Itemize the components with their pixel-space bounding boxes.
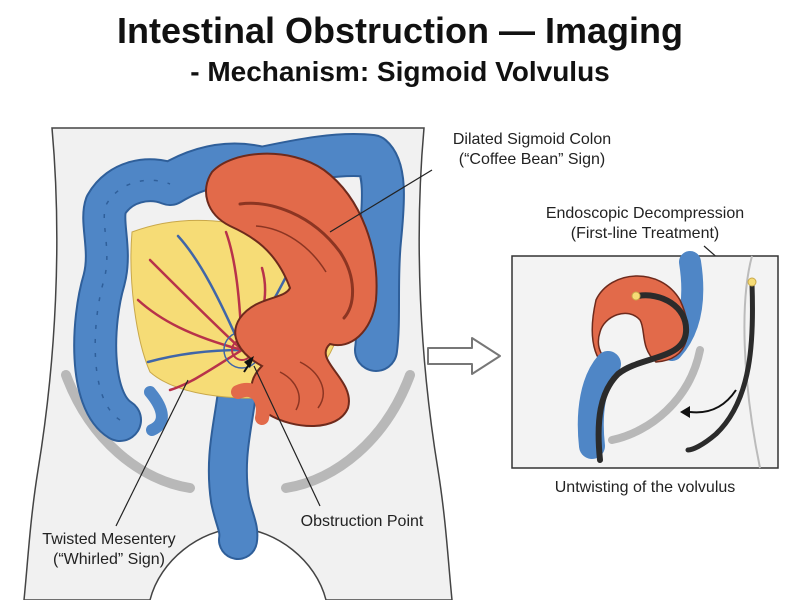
endoscopic-label-line1: Endoscopic Decompression: [545, 205, 745, 222]
endoscopic-label: Endoscopic Decompression (First-line Tre…: [520, 204, 770, 244]
page-title: Intestinal Obstruction — Imaging: [116, 10, 684, 51]
page-subtitle: - Mechanism: Sigmoid Volvulus: [190, 56, 610, 87]
mesentery-label-line1: Twisted Mesentery: [42, 531, 176, 548]
dilated-colon-label-line1: Dilated Sigmoid Colon: [452, 131, 612, 148]
dilated-colon-label: Dilated Sigmoid Colon (“Coffee Bean” Sig…: [432, 130, 632, 170]
endoscopy-inset: [511, 251, 779, 469]
dilated-sigmoid-colon: [205, 152, 378, 428]
untwisting-label: Untwisting of the volvulus: [554, 479, 736, 496]
transition-arrow-icon: [427, 337, 501, 375]
obstruction-arrow-icon: [243, 356, 254, 373]
obstruction-point-label: Obstruction Point: [300, 513, 424, 530]
endoscopic-label-line2: (First-line Treatment): [570, 225, 720, 242]
mesentery-label: Twisted Mesentery (“Whirled” Sign): [14, 530, 204, 570]
dilated-colon-label-line2: (“Coffee Bean” Sign): [458, 151, 606, 168]
mesentery-label-line2: (“Whirled” Sign): [52, 551, 165, 568]
